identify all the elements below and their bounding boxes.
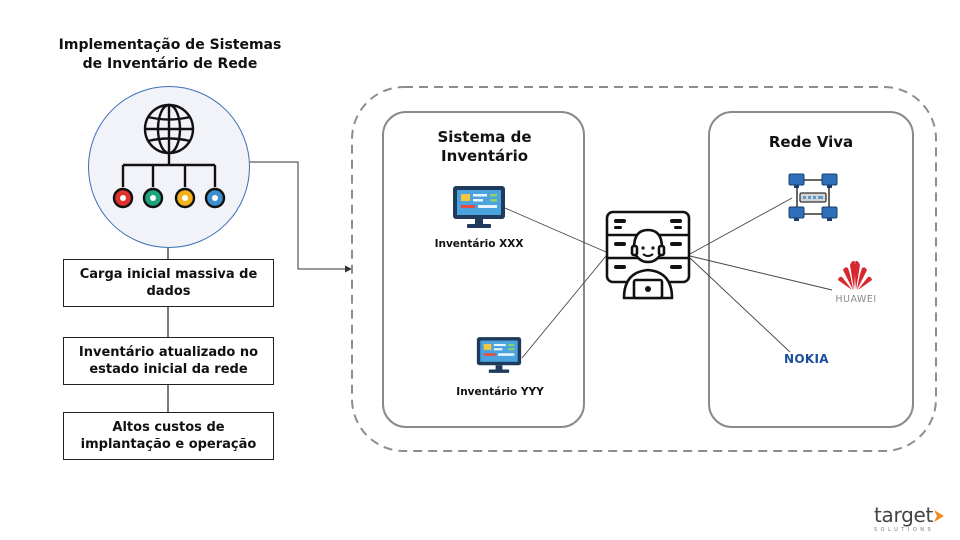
link-nokia — [689, 257, 791, 353]
left-box-2-line-2: estado inicial da rede — [89, 362, 248, 377]
inventory-system-title-line-2: Inventário — [440, 147, 529, 165]
globe-hierarchy-circle — [88, 86, 250, 248]
inventory-yyy-label: Inventário YYY — [456, 386, 544, 398]
brand-logo: target SOLUTIONS — [874, 503, 954, 533]
inventory-system-panel — [382, 111, 585, 428]
title-line-2: de Inventário de Rede — [82, 56, 258, 72]
link-xxx — [504, 207, 607, 253]
inventory-system-title: Sistema de Inventário — [412, 128, 557, 166]
left-box-3-line-1: Altos custos de — [112, 420, 225, 435]
brand-arrow-icon — [934, 510, 945, 522]
inventory-xxx-label: Inventário XXX — [434, 238, 524, 250]
elbow-connector — [250, 161, 352, 270]
left-box-updated-inventory: Inventário atualizado no estado inicial … — [63, 337, 274, 385]
network-topology-icon — [788, 173, 838, 221]
globe-network-icon — [112, 103, 226, 209]
server-operator-icon — [605, 210, 691, 300]
brand-tagline: SOLUTIONS — [874, 527, 935, 533]
dashed-container — [351, 86, 937, 452]
left-box-3-line-2: implantação e operação — [80, 437, 257, 452]
title-line-1: Implementação de Sistemas — [58, 37, 282, 53]
left-box-1-line-1: Carga inicial massiva de — [79, 267, 258, 282]
left-box-high-costs: Altos custos de implantação e operação — [63, 412, 274, 460]
live-network-panel — [708, 111, 914, 428]
nokia-logo: NOKIA — [784, 352, 829, 366]
link-network — [689, 197, 793, 255]
monitor-dashboard-icon — [453, 186, 505, 228]
page-title: Implementação de Sistemas de Inventário … — [40, 36, 300, 74]
left-box-bulk-load: Carga inicial massiva de dados — [63, 259, 274, 307]
link-huawei — [689, 255, 833, 291]
brand-name: target — [874, 503, 934, 527]
elbow-arrowhead — [345, 265, 352, 273]
left-box-2-line-1: Inventário atualizado no — [78, 345, 259, 360]
monitor-dashboard-icon — [476, 337, 522, 373]
live-network-title: Rede Viva — [768, 133, 854, 151]
huawei-wordmark: HUAWEI — [835, 294, 877, 305]
inventory-system-title-line-1: Sistema de — [437, 128, 532, 146]
left-box-1-line-2: dados — [146, 284, 191, 299]
link-yyy — [521, 255, 607, 359]
huawei-logo — [838, 260, 872, 290]
